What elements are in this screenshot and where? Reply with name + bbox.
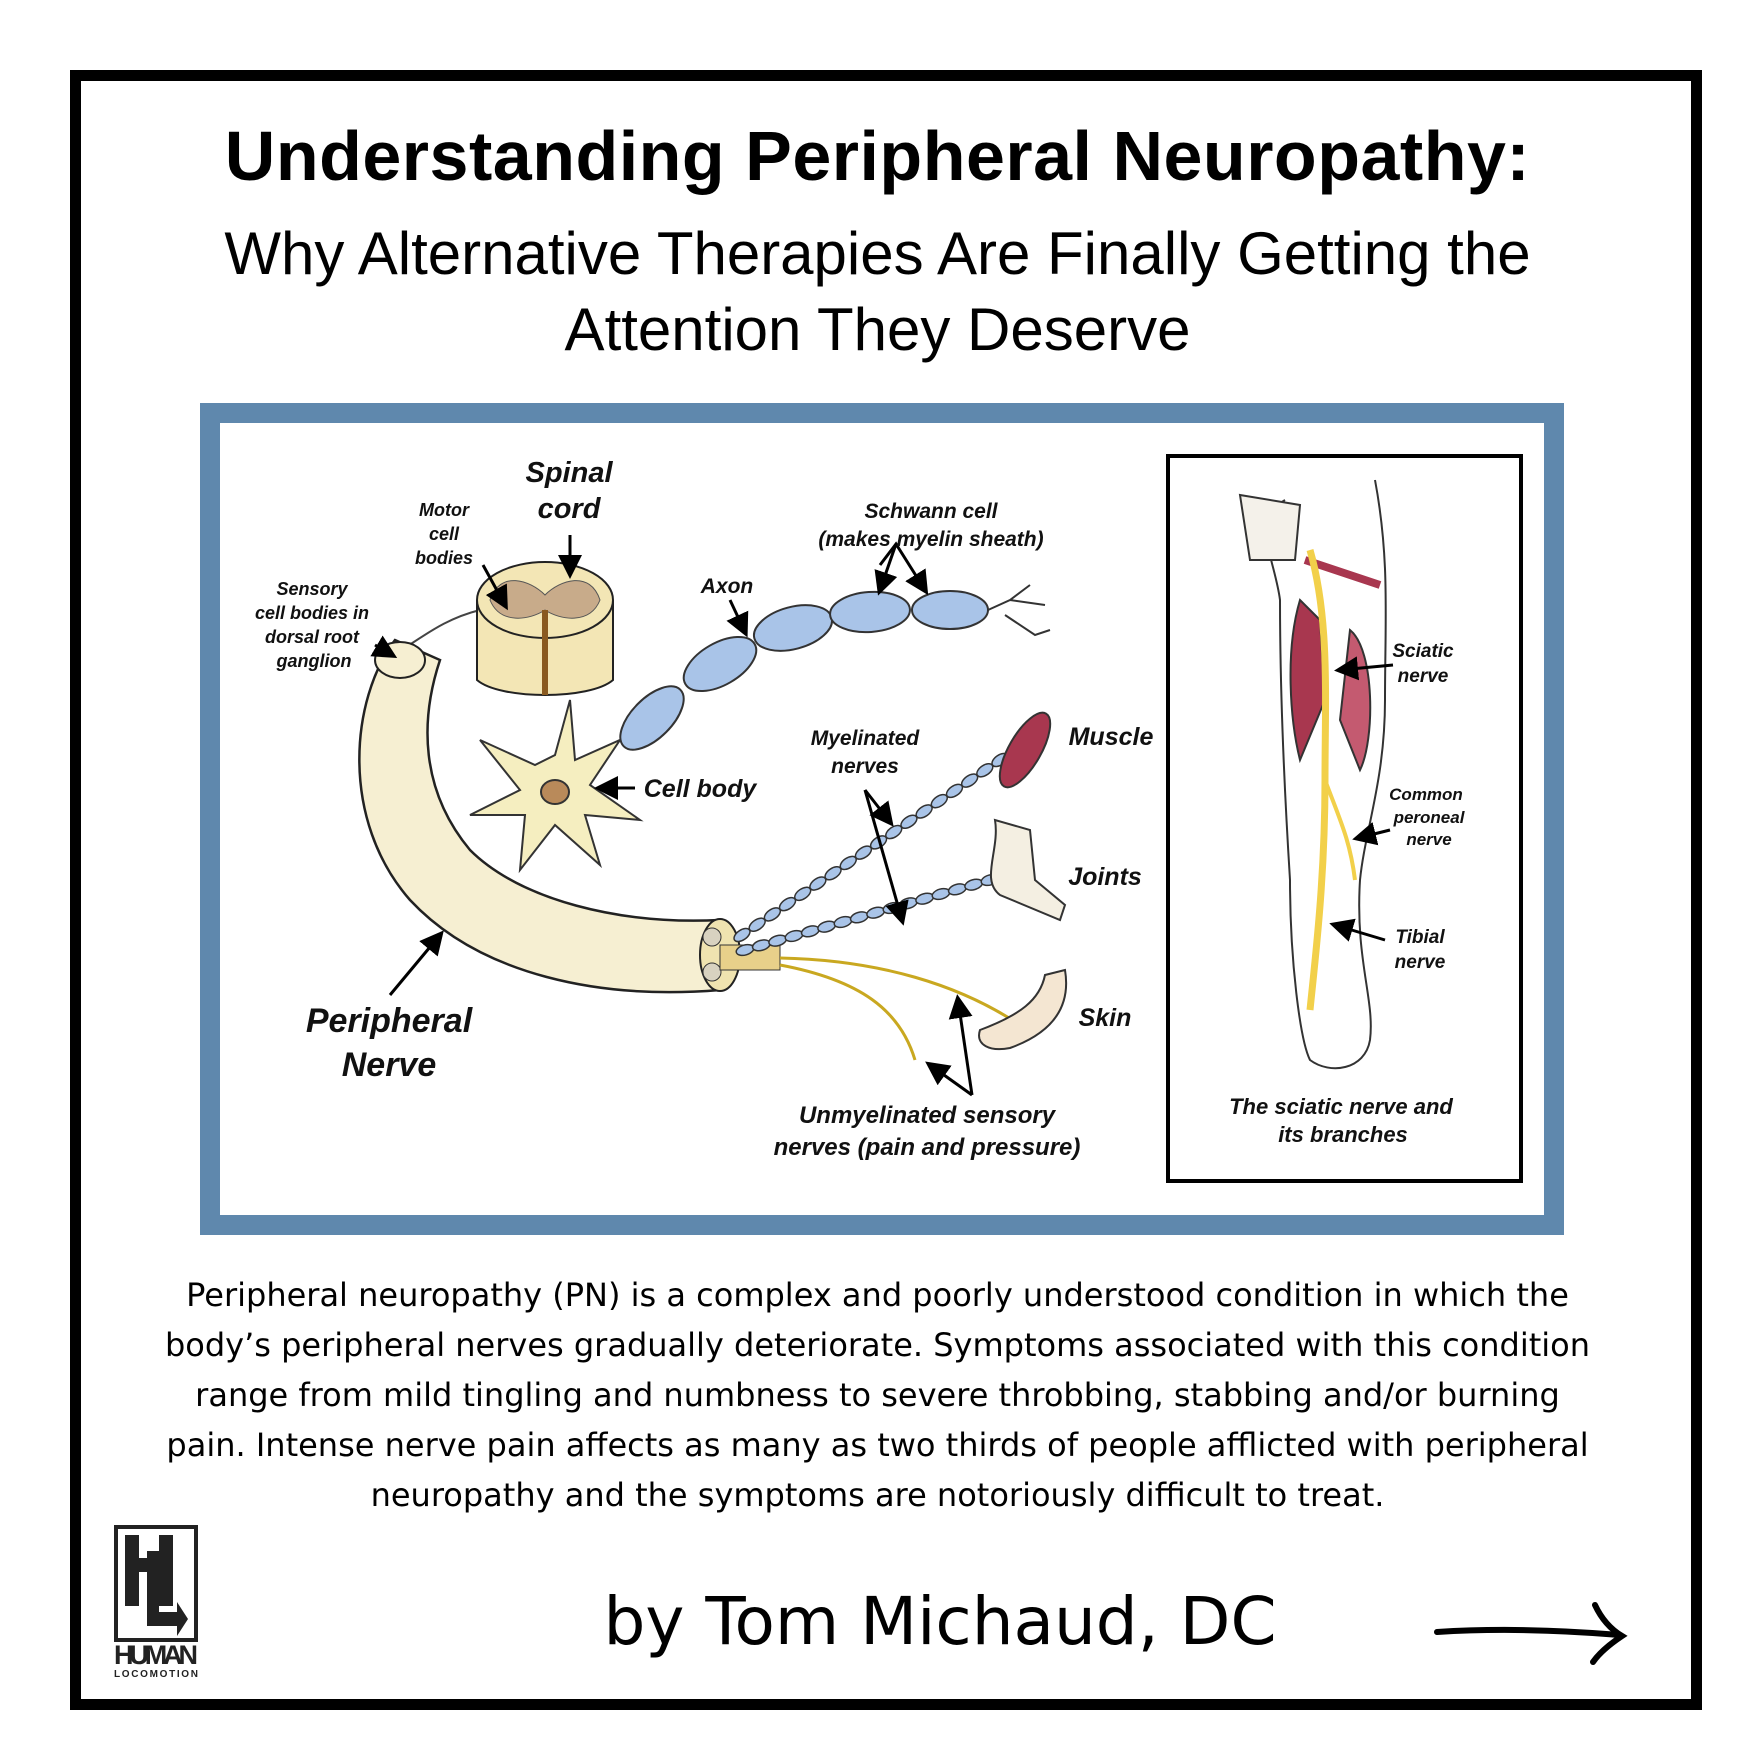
body-paragraph-line: range from mild tingling and numbness to… (195, 1376, 1560, 1414)
logo-locomotion-text: LOCOMOTION (114, 1669, 198, 1680)
label-joints: Joints (1068, 863, 1142, 891)
byline: by Tom Michaud, DC (603, 1583, 1277, 1660)
page-title: Understanding Peripheral Neuropathy: (224, 117, 1531, 195)
label-peripheral-2: Nerve (342, 1046, 437, 1084)
peripheral-nerve-illustration (358, 609, 781, 994)
label-motor-1: Motor (419, 500, 470, 520)
myelin-bead (964, 878, 984, 891)
body-paragraph-line: Peripheral neuropathy (PN) is a complex … (186, 1276, 1569, 1314)
label-sciatic-1: Sciatic (1392, 641, 1454, 662)
label-muscle: Muscle (1069, 723, 1154, 751)
label-sensory-3: dorsal root (265, 627, 360, 647)
myelinated-nerve-beads (733, 752, 1009, 957)
page-border (70, 70, 1702, 1710)
myelin-bead (849, 911, 869, 924)
label-unmyelinated-1: Unmyelinated sensory (799, 1102, 1057, 1129)
joint-foot-illustration (990, 818, 1067, 922)
label-sensory-2: cell bodies in (255, 603, 369, 623)
label-tibial-1: Tibial (1395, 927, 1445, 948)
leg-caption-1: The sciatic nerve and (1229, 1094, 1453, 1119)
logo-human-text: HUMAN (114, 1640, 198, 1670)
label-skin: Skin (1079, 1004, 1132, 1032)
label-unmyelinated-2: nerves (pain and pressure) (774, 1134, 1081, 1161)
label-axon: Axon (700, 575, 754, 598)
label-schwann-1: Schwann cell (864, 500, 998, 523)
leg-arrows (1329, 656, 1394, 942)
skin-foot-illustration (978, 968, 1068, 1050)
next-arrow-icon[interactable] (1430, 1600, 1640, 1670)
label-motor-2: cell (429, 524, 460, 544)
myelin-bead (866, 906, 886, 919)
label-myelinated-1: Myelinated (811, 727, 921, 750)
neuron-cell-body-illustration (469, 699, 644, 874)
myelin-bead (915, 892, 935, 905)
label-spinal-1: Spinal (525, 457, 613, 489)
label-motor-3: bodies (415, 548, 473, 568)
label-peroneal-2: peroneal (1393, 808, 1466, 827)
label-tibial-2: nerve (1395, 952, 1446, 973)
leg-caption-2: its branches (1278, 1122, 1408, 1147)
label-sciatic-2: nerve (1398, 666, 1449, 687)
body-paragraph-line: pain. Intense nerve pain affects as many… (166, 1426, 1589, 1464)
myelin-bead (898, 897, 918, 910)
label-peripheral-1: Peripheral (306, 1002, 474, 1040)
myelin-bead (817, 920, 837, 933)
myelin-bead (800, 925, 820, 938)
body-paragraph-line: body’s peripheral nerves gradually deter… (164, 1326, 1591, 1364)
subtitle-line-1: Why Alternative Therapies Are Finally Ge… (224, 220, 1531, 287)
myelinated-axon (619, 584, 1051, 751)
label-peroneal-3: nerve (1406, 830, 1451, 849)
body-paragraph-line: neuropathy and the symptoms are notoriou… (370, 1476, 1385, 1514)
unmyelinated-nerves (779, 956, 1021, 1061)
pointer-arrows (370, 535, 974, 1097)
leg-illustration (1238, 479, 1387, 1070)
label-myelinated-2: nerves (831, 755, 899, 778)
muscle-illustration (998, 711, 1052, 789)
label-cell-body: Cell body (644, 775, 758, 803)
label-sensory-1: Sensory (276, 579, 348, 599)
label-schwann-2: (makes myelin sheath) (818, 528, 1043, 551)
human-locomotion-logo: HUMAN LOCOMOTION (114, 1525, 198, 1680)
spinal-cord-illustration (476, 561, 614, 696)
myelin-bead (931, 887, 951, 901)
subtitle-line-2: Attention They Deserve (564, 296, 1191, 363)
myelin-bead (768, 934, 788, 947)
myelin-bead (784, 929, 804, 943)
myelin-bead (947, 883, 967, 896)
label-spinal-2: cord (538, 493, 602, 525)
myelin-bead (833, 915, 853, 929)
label-sensory-4: ganglion (276, 651, 352, 671)
label-peroneal-1: Common (1389, 785, 1463, 804)
